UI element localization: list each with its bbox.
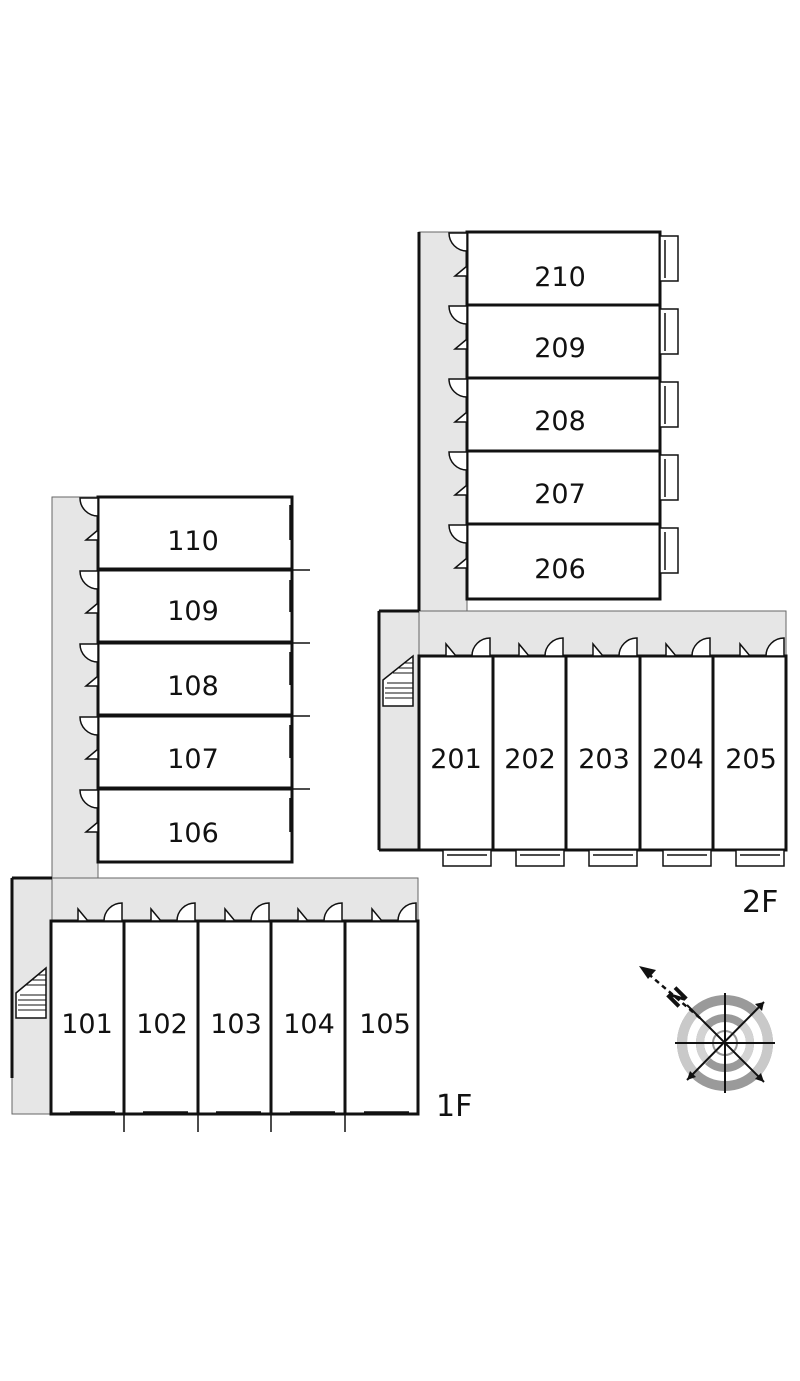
unit-204: 204	[638, 654, 715, 852]
door-icons-2f-wing	[448, 232, 468, 569]
unit-104: 104	[269, 919, 347, 1116]
balcony-2f-row	[442, 849, 785, 867]
floor-1f: 110 109 108 107 106	[10, 495, 472, 1132]
unit-label-108: 108	[167, 671, 219, 702]
unit-201: 201	[417, 654, 495, 852]
unit-label-203: 203	[578, 744, 630, 775]
unit-label-201: 201	[430, 744, 482, 775]
unit-label-103: 103	[210, 1009, 262, 1040]
corridor-2f-stair-landing	[378, 610, 420, 851]
unit-label-105: 105	[359, 1009, 411, 1040]
door-icons-1f-wing	[79, 497, 99, 833]
unit-label-104: 104	[283, 1009, 335, 1040]
unit-label-107: 107	[167, 744, 219, 775]
unit-label-205: 205	[725, 744, 777, 775]
corridor-1f-wing	[51, 496, 99, 916]
unit-203: 203	[564, 654, 642, 852]
unit-label-204: 204	[652, 744, 704, 775]
unit-105: 105	[343, 919, 420, 1116]
floor-2f: 210 209 208 207 206	[377, 230, 788, 920]
door-icons-2f-row	[445, 637, 785, 657]
unit-207: 207	[465, 449, 662, 526]
unit-103: 103	[196, 919, 273, 1116]
stairs-2f-icon	[382, 654, 414, 707]
unit-label-110: 110	[167, 526, 219, 557]
unit-107: 107	[96, 714, 294, 790]
corridor-2f-row	[378, 610, 787, 658]
balcony-2f-wing	[659, 235, 679, 574]
unit-label-202: 202	[504, 744, 556, 775]
unit-202: 202	[491, 654, 568, 852]
stairs-1f-icon	[15, 966, 47, 1019]
unit-206: 206	[465, 522, 662, 601]
unit-label-101: 101	[61, 1009, 113, 1040]
balcony-1f-row	[70, 1111, 409, 1132]
unit-label-206: 206	[534, 554, 586, 585]
unit-209: 209	[465, 303, 662, 380]
unit-102: 102	[122, 919, 200, 1116]
unit-205: 205	[711, 654, 788, 852]
unit-110: 110	[96, 495, 294, 571]
unit-label-210: 210	[534, 262, 586, 293]
unit-label-209: 209	[534, 333, 586, 364]
unit-label-109: 109	[167, 596, 219, 627]
unit-101: 101	[49, 919, 126, 1116]
door-icons-1f-row	[77, 902, 417, 922]
unit-108: 108	[96, 641, 294, 717]
unit-label-102: 102	[136, 1009, 188, 1040]
compass-rose-icon: N	[639, 966, 775, 1093]
floor-label-2f: 2F	[742, 885, 778, 920]
unit-109: 109	[96, 568, 294, 644]
unit-label-207: 207	[534, 479, 586, 510]
floor-label-1f: 1F	[436, 1089, 472, 1124]
balcony-1f-wing	[289, 505, 310, 832]
unit-label-208: 208	[534, 406, 586, 437]
unit-label-106: 106	[167, 818, 219, 849]
north-label: N	[663, 983, 694, 1014]
unit-106: 106	[96, 787, 294, 864]
unit-208: 208	[465, 376, 662, 453]
corridor-1f-row	[11, 877, 419, 923]
unit-210: 210	[465, 230, 662, 307]
